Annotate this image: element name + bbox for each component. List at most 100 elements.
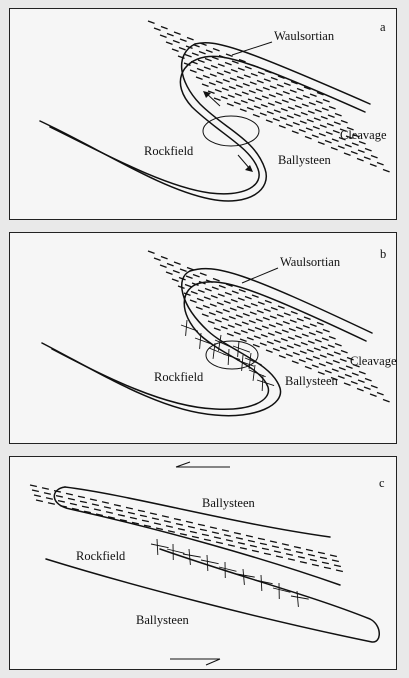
cleavage-dash <box>33 494 41 498</box>
cleavage-dash <box>129 516 137 520</box>
cleavage-dash <box>290 310 298 315</box>
cleavage-dash <box>313 117 321 122</box>
cleavage-dash <box>269 315 277 320</box>
cleavage-dash <box>304 365 312 370</box>
cleavage-dash <box>179 268 187 273</box>
cleavage-dash <box>251 549 259 553</box>
cleavage-dash <box>298 128 306 133</box>
cleavage-dash <box>113 503 121 507</box>
cleavage-dash <box>195 76 203 81</box>
cleavage-dash <box>351 142 359 147</box>
cleavage-dash <box>204 287 212 292</box>
cleavage-dash <box>89 498 97 502</box>
cleavage-dash <box>309 323 317 328</box>
cleavage-dash <box>307 340 315 345</box>
fold-outer-outline <box>39 43 267 202</box>
cleavage-dash <box>370 384 378 389</box>
cleavage-dash <box>222 78 230 83</box>
cleavage-dash <box>103 506 111 509</box>
cleavage-dash <box>282 90 290 95</box>
cleavage-dash <box>331 559 339 563</box>
cleavage-dash <box>261 374 264 392</box>
cleavage-dash <box>228 85 236 90</box>
cleavage-dash <box>115 508 123 512</box>
cleavage-dash <box>201 533 209 537</box>
sense-arrowhead-bottom <box>205 658 221 666</box>
cleavage-dash <box>228 315 236 320</box>
cleavage-dash <box>243 304 251 309</box>
cleavage-dash <box>200 559 219 565</box>
cleavage-dash <box>320 115 328 120</box>
cleavage-dash <box>167 530 175 533</box>
cleavage-dash <box>261 95 269 100</box>
cleavage-dash <box>79 500 87 504</box>
cleavage-dash <box>256 79 264 84</box>
cleavage-dash <box>242 568 245 585</box>
cleavage-dash <box>195 306 203 311</box>
cleavage-dash <box>247 98 255 103</box>
cleavage-dash <box>296 317 304 322</box>
cleavage-dash <box>334 342 342 347</box>
cleavage-dash <box>107 516 115 519</box>
cleavage-dash <box>324 139 332 144</box>
cleavage-dash <box>332 129 340 134</box>
cleavage-dash <box>340 119 348 124</box>
cleavage-dash <box>180 324 199 332</box>
cleavage-dash <box>241 321 249 326</box>
cleavage-dash <box>376 391 384 396</box>
cleavage-dash <box>166 262 174 267</box>
cleavage-dash <box>191 52 199 57</box>
cleavage-dash <box>139 514 147 518</box>
cleavage-dash <box>197 59 205 64</box>
cleavage-dash <box>199 272 207 277</box>
cleavage-dash <box>215 310 223 315</box>
cleavage-dash <box>302 94 310 99</box>
cleavage-dash <box>249 311 257 316</box>
cleavage-dash <box>277 305 285 310</box>
cleavage-dash <box>207 320 215 325</box>
cleavage-dash <box>308 331 316 336</box>
shear-arrow-down <box>237 154 251 170</box>
cleavage-dashes-c <box>29 484 343 573</box>
cleavage-dash <box>269 540 277 544</box>
cleavage-dash <box>211 531 219 535</box>
cleavage-dash <box>352 133 360 138</box>
cleavage-dash <box>253 105 261 110</box>
cleavage-dash <box>172 39 180 44</box>
cleavage-dash <box>376 161 384 166</box>
cleavage-dash <box>318 362 326 367</box>
cleavage-dash <box>273 109 281 114</box>
cleavage-dash <box>210 294 218 299</box>
cleavage-dash <box>41 487 49 490</box>
cleavage-dash <box>233 331 241 336</box>
cleavage-dash <box>235 314 243 319</box>
cleavage-dash <box>315 100 323 105</box>
cleavage-dash <box>317 371 325 376</box>
cleavage-dash <box>186 266 194 271</box>
cleavage-dash <box>357 149 365 154</box>
cleavage-dash <box>127 511 135 515</box>
cleavage-dash <box>278 124 286 129</box>
cleavage-dash <box>202 304 210 309</box>
cleavage-dash <box>190 290 198 295</box>
cleavage-dash <box>311 563 319 567</box>
cleavage-dash <box>203 66 211 71</box>
cleavage-dash <box>239 338 247 343</box>
cleavage-dash <box>325 131 333 136</box>
cleavage-dash <box>117 513 125 517</box>
cleavage-dash <box>203 296 211 301</box>
cleavage-dash <box>209 73 217 78</box>
cleavage-dash <box>328 335 336 340</box>
cleavage-dash <box>171 48 179 53</box>
cleavage-dash <box>301 103 309 108</box>
crenulation-cross-marks <box>180 319 275 392</box>
cleavage-dash <box>293 113 301 118</box>
cleavage-dash <box>214 318 222 323</box>
cleavage-dash <box>197 289 205 294</box>
cleavage-dash <box>364 377 372 382</box>
cleavage-dash <box>187 525 195 529</box>
cleavage-dash <box>290 595 309 600</box>
cleavage-dash <box>295 550 303 554</box>
cleavage-dash <box>369 163 377 168</box>
cleavage-dash <box>220 325 228 330</box>
